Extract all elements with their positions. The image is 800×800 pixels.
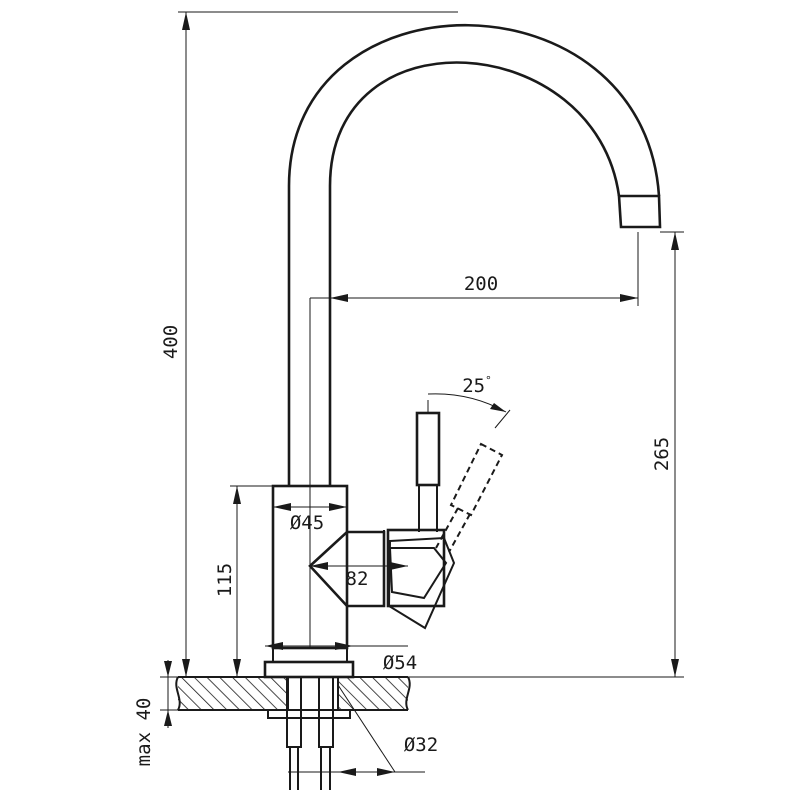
label-body-height: 115 bbox=[214, 563, 236, 597]
dimension-hole-diameter: Ø32 bbox=[288, 684, 438, 776]
spout bbox=[287, 24, 662, 486]
dimension-body-height: 115 bbox=[214, 485, 273, 677]
lever-housing bbox=[308, 528, 446, 608]
label-spout-reach: 200 bbox=[464, 273, 498, 295]
label-hole-diameter: Ø32 bbox=[404, 734, 438, 756]
mounting-hardware bbox=[267, 676, 351, 790]
label-counter-thickness: max 40 bbox=[133, 698, 155, 767]
label-lever-angle: 25° bbox=[462, 374, 492, 397]
dimension-counter-thickness: max 40 bbox=[133, 660, 178, 766]
dimension-total-height: 400 bbox=[160, 11, 458, 677]
countertop-section bbox=[175, 676, 411, 711]
dimension-spout-reach: 200 bbox=[309, 232, 639, 647]
lever-handle-tilted bbox=[387, 442, 504, 630]
label-total-height: 400 bbox=[160, 325, 182, 359]
lever-handle-upright bbox=[415, 411, 441, 532]
dimension-base-diameter: Ø54 bbox=[265, 642, 417, 674]
label-body-diameter: Ø45 bbox=[290, 512, 324, 534]
label-handle-depth: 82 bbox=[346, 568, 369, 590]
label-outlet-height: 265 bbox=[651, 437, 673, 471]
dimension-body-diameter: Ø45 bbox=[273, 503, 347, 534]
dimension-lever-angle: 25° bbox=[427, 374, 511, 429]
label-base-diameter: Ø54 bbox=[383, 652, 417, 674]
dimension-outlet-height: 265 bbox=[408, 231, 684, 678]
dimension-handle-depth: 82 bbox=[310, 562, 408, 590]
